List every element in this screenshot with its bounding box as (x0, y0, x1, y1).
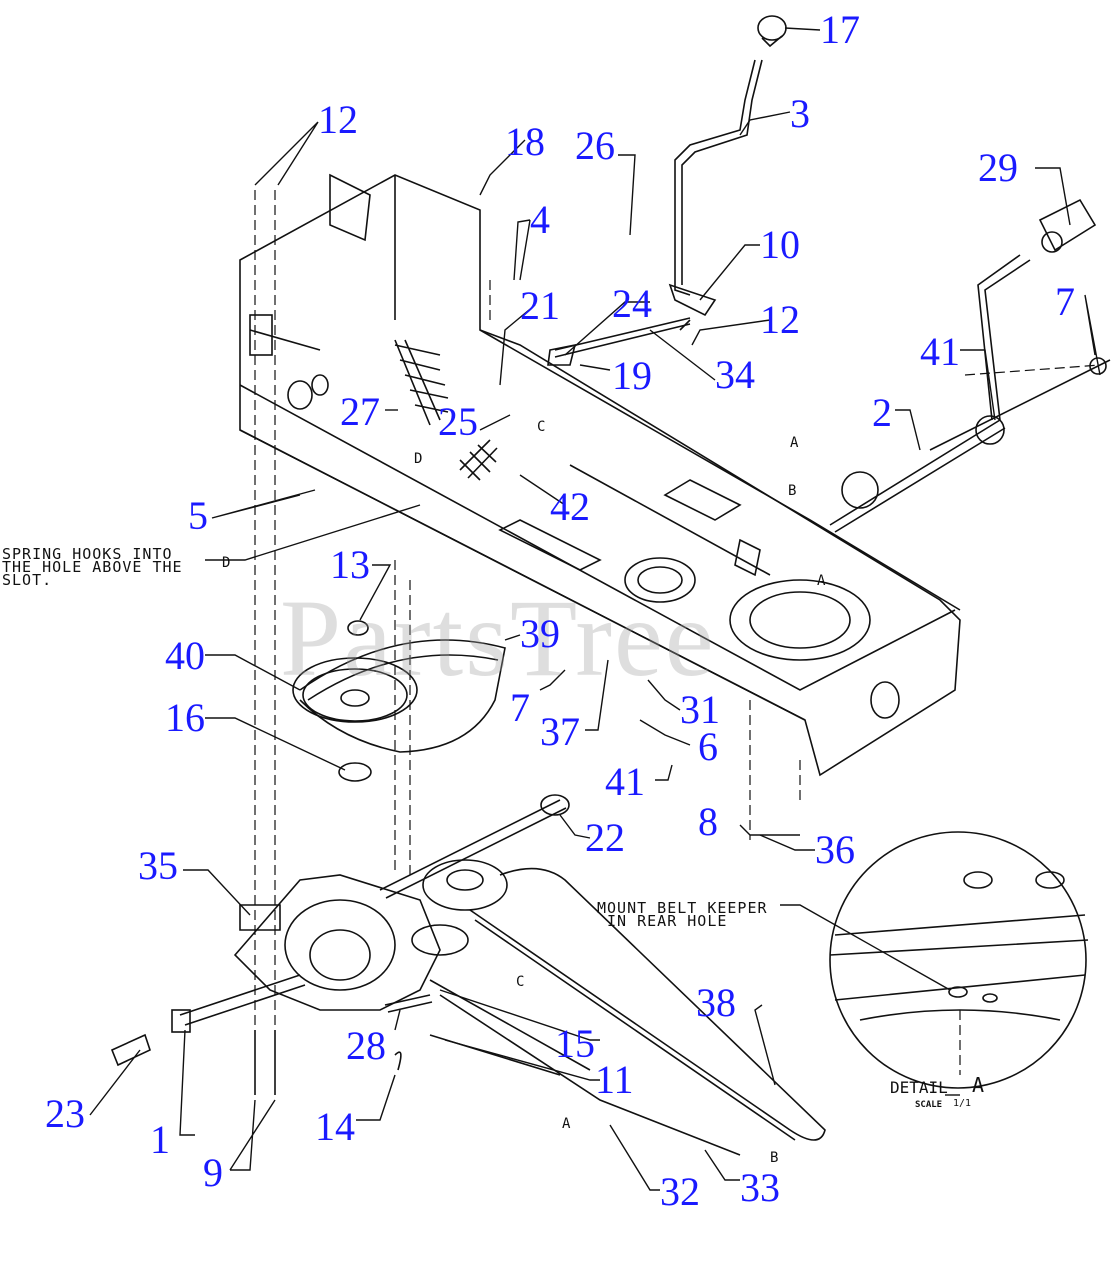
callout-25[interactable]: 25 (438, 399, 478, 444)
watermark: PartsTree (280, 577, 716, 699)
callout-4[interactable]: 4 (530, 197, 550, 242)
callout-37[interactable]: 37 (540, 709, 580, 754)
callout-40[interactable]: 40 (165, 633, 205, 678)
bearing-16 (338, 762, 372, 782)
ref-letter-d: D (222, 555, 231, 571)
callout-26[interactable]: 26 (575, 123, 615, 168)
callout-29[interactable]: 29 (978, 145, 1018, 190)
callout-41[interactable]: 41 (605, 759, 645, 804)
alignment-lines (254, 190, 1101, 1075)
callout-24[interactable]: 24 (612, 281, 652, 326)
callout-5[interactable]: 5 (188, 493, 208, 538)
detail-a (829, 831, 1089, 1089)
scale-value: 1/1 (953, 1098, 972, 1109)
callout-19[interactable]: 19 (612, 353, 652, 398)
callout-36[interactable]: 36 (815, 827, 855, 872)
callout-39[interactable]: 39 (520, 611, 560, 656)
ref-letter-b: B (788, 483, 797, 499)
spring-25 (459, 439, 498, 481)
spring-27 (394, 339, 449, 426)
callout-13[interactable]: 13 (330, 542, 370, 587)
shift-lever (668, 15, 787, 331)
leader-lines (89, 27, 1101, 1191)
ref-letter-d: D (414, 451, 423, 467)
callout-8[interactable]: 8 (698, 799, 718, 844)
callout-16[interactable]: 16 (165, 695, 205, 740)
rod-33 (439, 994, 741, 1156)
callout-27[interactable]: 27 (340, 389, 380, 434)
callout-38[interactable]: 38 (696, 980, 736, 1025)
callout-17[interactable]: 17 (820, 7, 860, 52)
transmission (171, 794, 570, 1033)
callout-33[interactable]: 33 (740, 1165, 780, 1210)
pedal-assembly (829, 198, 1111, 533)
ref-letter-a: A (790, 435, 799, 451)
callout-3[interactable]: 3 (790, 91, 810, 136)
callout-14[interactable]: 14 (315, 1104, 355, 1149)
belt-keeper-note: MOUNT BELT KEEPER IN REAR HOLE (597, 899, 768, 930)
callout-7[interactable]: 7 (1055, 279, 1075, 324)
pin-14 (394, 1051, 402, 1071)
callout-2[interactable]: 2 (872, 390, 892, 435)
spring-note: SPRING HOOKS INTO THE HOLE ABOVE THE SLO… (2, 545, 183, 589)
detail-label: DETAIL (890, 1078, 948, 1097)
ref-letter-c: C (516, 974, 525, 990)
ref-letter-a: A (817, 573, 826, 589)
detail-letter: A (972, 1073, 985, 1097)
callout-12[interactable]: 12 (318, 97, 358, 142)
frame-chassis (239, 173, 961, 777)
scale-label: SCALE (915, 1100, 943, 1110)
callout-35[interactable]: 35 (138, 843, 178, 888)
spring-28 (384, 994, 433, 1013)
callout-42[interactable]: 42 (550, 484, 590, 529)
callout-6[interactable]: 6 (698, 724, 718, 769)
callout-34[interactable]: 34 (715, 352, 755, 397)
ref-letter-a: A (562, 1116, 571, 1132)
pulley-40 (292, 639, 506, 753)
nut-13 (347, 620, 369, 636)
callout-15[interactable]: 15 (555, 1021, 595, 1066)
callout-21[interactable]: 21 (520, 283, 560, 328)
callout-41[interactable]: 41 (920, 329, 960, 374)
callout-11[interactable]: 11 (595, 1057, 634, 1102)
callout-9[interactable]: 9 (203, 1150, 223, 1195)
ref-letter-b: B (770, 1150, 779, 1166)
callout-23[interactable]: 23 (45, 1091, 85, 1136)
ref-letter-c: C (537, 419, 546, 435)
callout-1[interactable]: 1 (150, 1117, 170, 1162)
callout-10[interactable]: 10 (760, 222, 800, 267)
callout-18[interactable]: 18 (505, 119, 545, 164)
callout-22[interactable]: 22 (585, 815, 625, 860)
callout-31[interactable]: 31 (680, 687, 720, 732)
belt-38 (469, 867, 826, 1141)
callout-32[interactable]: 32 (660, 1169, 700, 1214)
bolts-9 (254, 1030, 276, 1095)
pin-23 (110, 1033, 151, 1067)
callout-7[interactable]: 7 (510, 685, 530, 730)
callout-12[interactable]: 12 (760, 297, 800, 342)
callout-28[interactable]: 28 (346, 1023, 386, 1068)
